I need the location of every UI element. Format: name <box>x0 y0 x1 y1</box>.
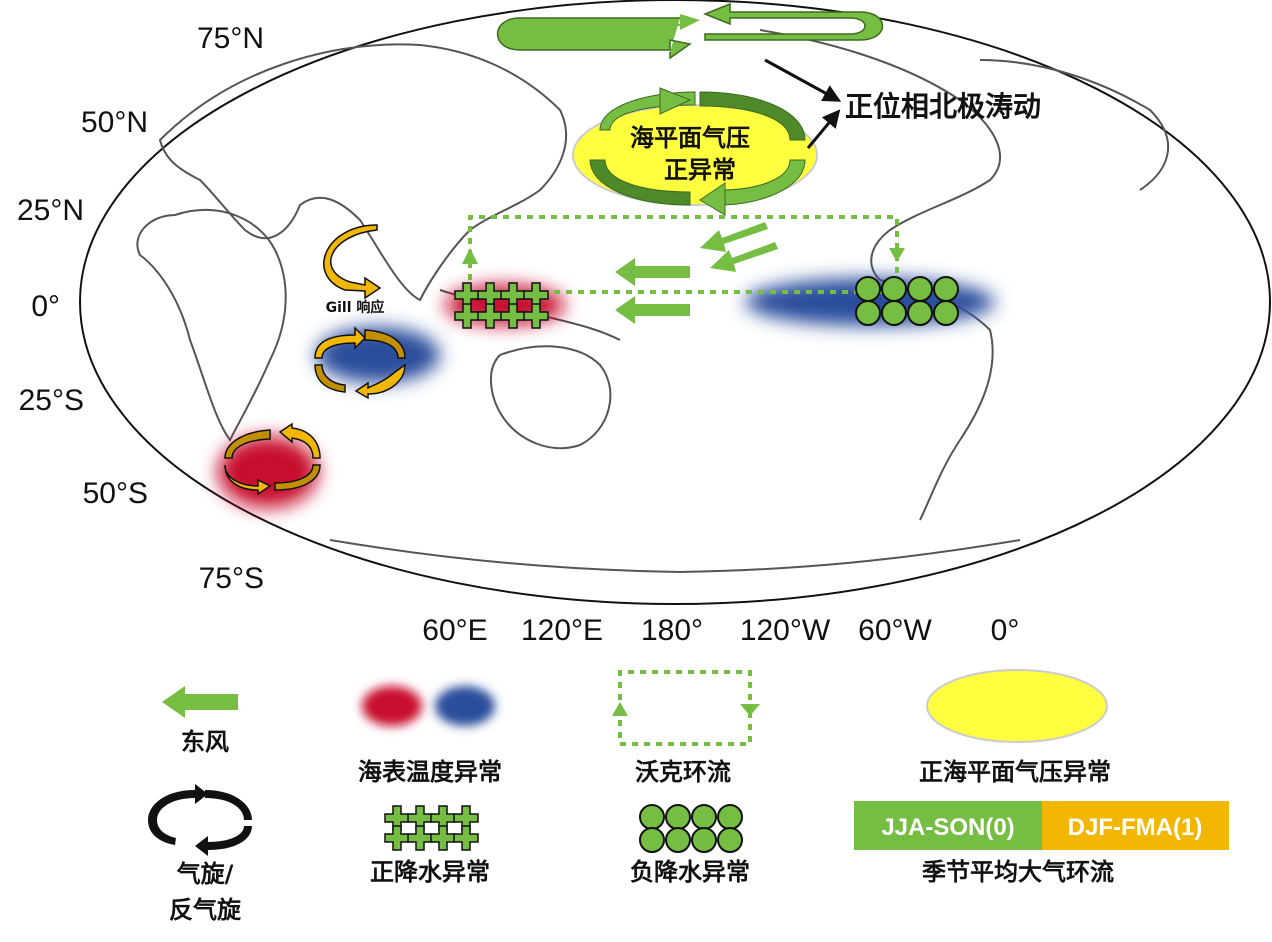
negative-precipitation-markers <box>855 276 959 326</box>
lat-label: 75°N <box>197 22 264 55</box>
ao-pointer-arrow <box>806 109 841 149</box>
legend-slp-label: 正海平面气压异常 <box>919 758 1111 786</box>
legend-sst-label: 海表温度异常 <box>358 758 502 786</box>
lon-label: 120°E <box>521 614 603 647</box>
legend-season-djf-fma-label: DJF-FMA(1) <box>1068 814 1203 841</box>
lon-label: 60°W <box>858 614 932 647</box>
cyclone-arrow-indian <box>314 326 406 400</box>
legend-easterly-label: 东风 <box>181 728 229 756</box>
gill-label: Gill 响应 <box>326 299 385 316</box>
lon-label: 60°E <box>422 614 487 647</box>
legend-season-djf-fma <box>1042 801 1229 850</box>
legend-season-caption: 季节平均大气环流 <box>922 858 1114 886</box>
arctic-circulation-arrows <box>496 2 884 60</box>
ao-label: 正位相北极涛动 <box>845 90 1041 123</box>
slp-text: 海平面气压 <box>630 124 750 152</box>
lat-label: 50°N <box>81 106 148 139</box>
walker-down-arrow <box>889 248 905 262</box>
legend-season-jja-son-label: JJA-SON(0) <box>881 814 1014 841</box>
sst-blob-warm-south-indian <box>218 436 318 508</box>
lon-label: 180° <box>641 614 703 647</box>
legend-positive-precip-crosses <box>384 805 479 851</box>
legend-cyclone-label: 反气旋 <box>169 896 242 924</box>
map-frame <box>79 0 1271 605</box>
lon-label: 0° <box>991 614 1020 647</box>
legend-sst-warm <box>362 686 422 726</box>
legend-negative-precip-circles <box>639 804 743 853</box>
legend-slp-ellipse <box>926 669 1108 743</box>
lat-label: 0° <box>31 290 60 323</box>
legend-cyclone-icon <box>148 784 252 856</box>
legend-easterly-arrow <box>162 686 238 718</box>
lon-label: 120°W <box>740 614 831 647</box>
legend-walker-label: 沃克环流 <box>635 758 731 786</box>
walker-up-arrow <box>462 248 478 264</box>
legend-cyclone-label: 气旋/ <box>176 860 234 888</box>
slp-text: 正异常 <box>664 156 736 184</box>
easterly-wind-arrows <box>615 222 778 324</box>
legend-walker-box <box>612 670 760 746</box>
lat-label: 25°S <box>19 384 84 417</box>
lat-label: 25°N <box>17 194 84 227</box>
gill-arrow <box>323 224 382 300</box>
ao-pointer-arrow <box>764 58 842 102</box>
legend-positive-precip-label: 正降水异常 <box>370 858 490 886</box>
anticyclone-arrow <box>589 87 806 216</box>
legend-negative-precip-label: 负降水异常 <box>630 858 750 886</box>
positive-precipitation-markers <box>454 282 549 329</box>
legend-season-jja-son <box>854 801 1042 850</box>
lat-label: 50°S <box>83 477 148 510</box>
cyclone-arrow-south-indian <box>224 422 321 496</box>
lat-label: 75°S <box>199 562 264 595</box>
legend-sst-cold <box>435 686 495 726</box>
